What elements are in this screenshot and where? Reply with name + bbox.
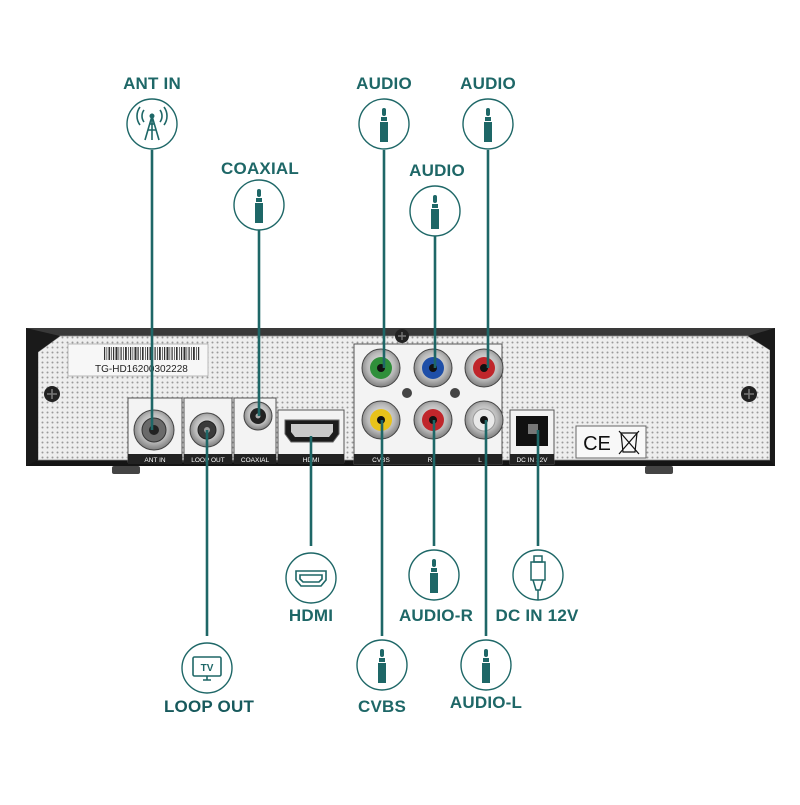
dc-plug-icon (512, 549, 564, 601)
cvbs-label: CVBS (357, 697, 407, 716)
ce-mark: CE (575, 425, 647, 459)
tv-icon-text: TV (201, 663, 214, 674)
audio-r-jack-icon (408, 549, 460, 601)
left-bevel (26, 328, 60, 466)
right-bevel (748, 328, 775, 466)
audio-jack-icon (358, 98, 410, 150)
ant-in-port-label: ANT IN (144, 457, 165, 464)
audio-jack-icon (409, 185, 461, 237)
r-port-label: R (428, 457, 433, 464)
audio-l-label: AUDIO-L (449, 693, 523, 712)
screw-top (395, 329, 409, 343)
coaxial-jack-icon (233, 179, 285, 231)
audio-red-label: AUDIO (460, 74, 516, 93)
screw-right (741, 386, 757, 402)
rca-block: CVBS R L (353, 343, 504, 465)
receiver-back-panel: TG-HD16200302228 ANT IN LOOP OUT COAXIAL (26, 328, 775, 474)
audio-jack-icon (462, 98, 514, 150)
rca-screw-right (450, 388, 460, 398)
coaxial-label: COAXIAL (221, 159, 299, 178)
tv-icon: TV (181, 642, 233, 694)
ce-text: CE (583, 433, 611, 455)
foot-left (112, 466, 140, 474)
l-port-label: L (478, 457, 482, 464)
audio-green-label: AUDIO (356, 74, 412, 93)
dc-in-label: DC IN 12V (495, 606, 579, 625)
antenna-icon (126, 98, 178, 150)
hdmi-port-icon (285, 552, 337, 604)
ant-in-port: ANT IN (127, 397, 183, 464)
serial-sticker: TG-HD16200302228 (67, 343, 209, 377)
rca-green-jack (361, 348, 401, 388)
dc-in-port: DC IN 12V (509, 409, 555, 465)
cvbs-jack-icon (356, 639, 408, 691)
coaxial-port-label: COAXIAL (241, 457, 270, 464)
foot-right (645, 466, 673, 474)
dc-in-port-label: DC IN 12V (516, 457, 548, 464)
callout-icons: TV (126, 98, 564, 694)
audio-l-jack-icon (460, 639, 512, 691)
serial-number: TG-HD16200302228 (95, 364, 188, 375)
connector-lines (150, 150, 540, 636)
ant-in-label: ANT IN (123, 74, 181, 93)
audio-r-label: AUDIO-R (398, 606, 474, 625)
rca-screw-left (402, 388, 412, 398)
loop-out-label: LOOP OUT (163, 697, 255, 716)
coaxial-port: COAXIAL (233, 397, 277, 464)
rca-blue-jack (413, 348, 453, 388)
rca-white-jack (464, 400, 504, 440)
screw-left (44, 386, 60, 402)
weee-bin-icon (618, 430, 640, 455)
rca-red-top-jack (464, 348, 504, 388)
audio-blue-label: AUDIO (409, 161, 465, 180)
hdmi-label: HDMI (288, 606, 334, 625)
